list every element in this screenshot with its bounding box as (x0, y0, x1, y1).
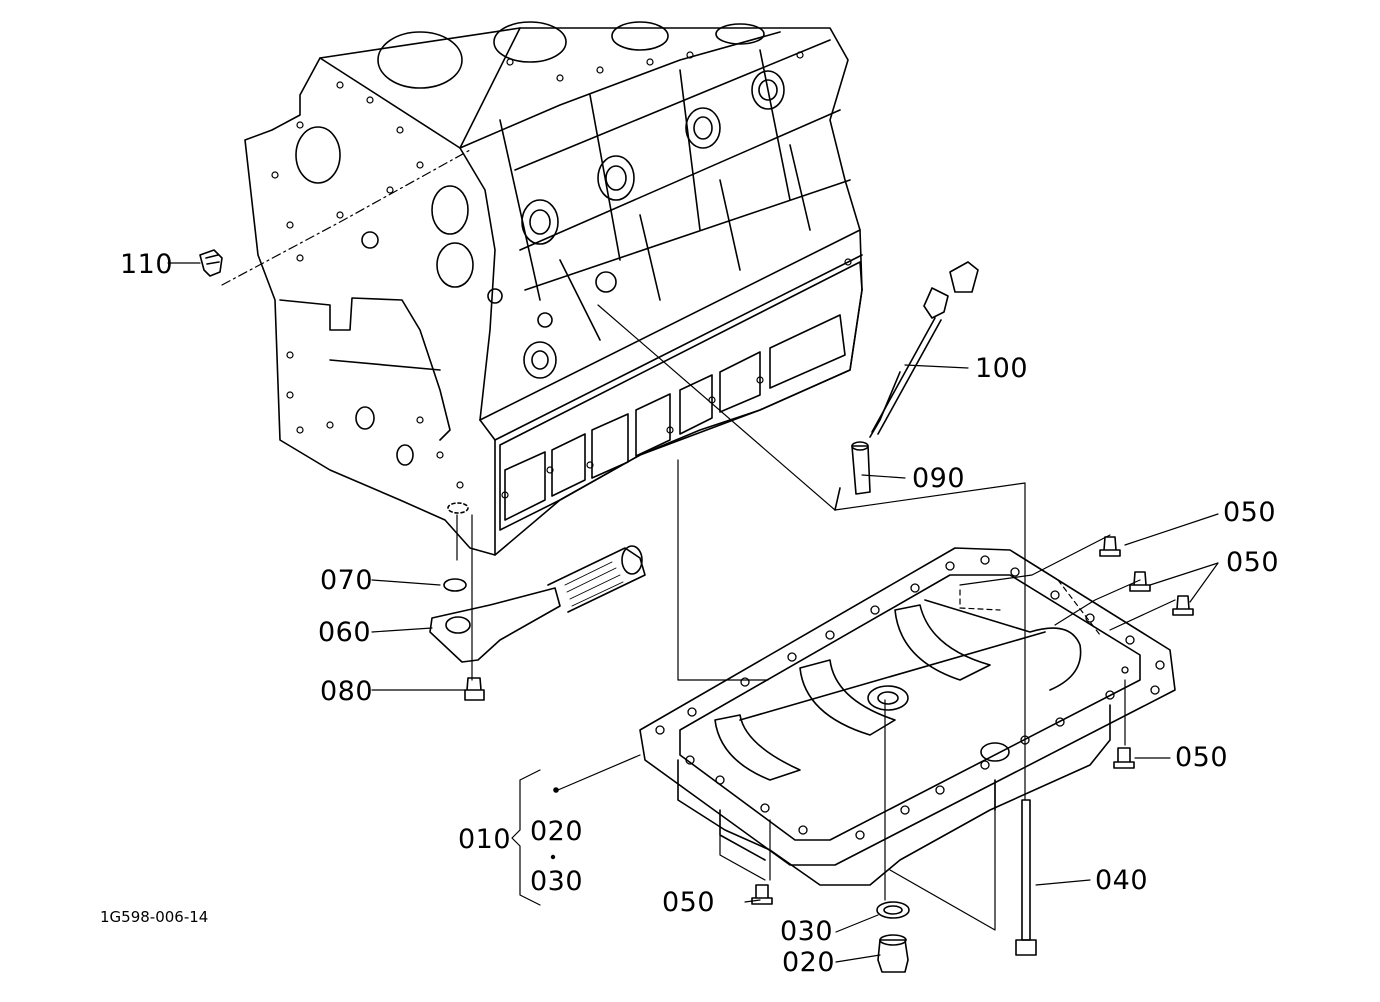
callout-050-top: 050 (1223, 497, 1277, 528)
leader-lines (168, 150, 1218, 962)
o-ring-070 (444, 579, 466, 591)
callout-110: 110 (120, 249, 174, 280)
bolt-080 (465, 678, 484, 700)
long-bolt-040 (1016, 800, 1036, 955)
callout-030-group: 030 (530, 866, 584, 897)
dipstick-100 (870, 262, 978, 437)
callout-100: 100 (975, 353, 1029, 384)
drawing-code: 1G598-006-14 (100, 908, 209, 926)
gasket-030 (877, 902, 909, 918)
bolts-050 (752, 537, 1193, 904)
callout-090: 090 (912, 463, 966, 494)
engine-block (245, 22, 862, 555)
callout-040: 040 (1095, 865, 1149, 896)
plug-110 (200, 250, 222, 276)
drain-plug-020 (878, 935, 908, 972)
callout-070: 070 (320, 565, 374, 596)
callout-020-group: 020 (530, 816, 584, 847)
callout-080: 080 (320, 676, 374, 707)
callout-050-right: 050 (1226, 547, 1280, 578)
callout-010: 010 (458, 824, 512, 855)
dipstick-guide-090 (835, 442, 870, 510)
oil-pan (640, 548, 1175, 885)
callout-030: 030 (780, 916, 834, 947)
callout-050-lower-right: 050 (1175, 742, 1229, 773)
callout-060: 060 (318, 617, 372, 648)
oil-strainer-060 (430, 546, 645, 662)
callout-050-bottom: 050 (662, 887, 716, 918)
callout-020: 020 (782, 947, 836, 978)
